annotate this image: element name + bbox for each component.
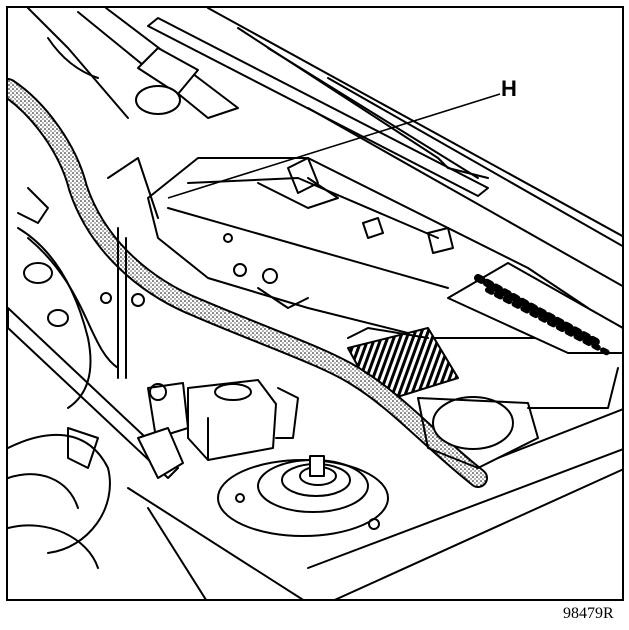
left-components	[8, 187, 184, 569]
wiper-blade	[147, 17, 489, 197]
reservoir	[417, 367, 619, 469]
callout-leader-line	[167, 93, 501, 199]
callout-label-h: H	[501, 76, 517, 101]
sealing-strip	[8, 78, 488, 488]
strut-mount	[217, 455, 389, 537]
engine-bay-drawing	[8, 8, 622, 599]
motor-block	[147, 379, 299, 461]
wiper-arm	[27, 8, 239, 119]
illustration-frame	[6, 6, 624, 601]
figure-reference-code: 98479R	[563, 605, 614, 622]
